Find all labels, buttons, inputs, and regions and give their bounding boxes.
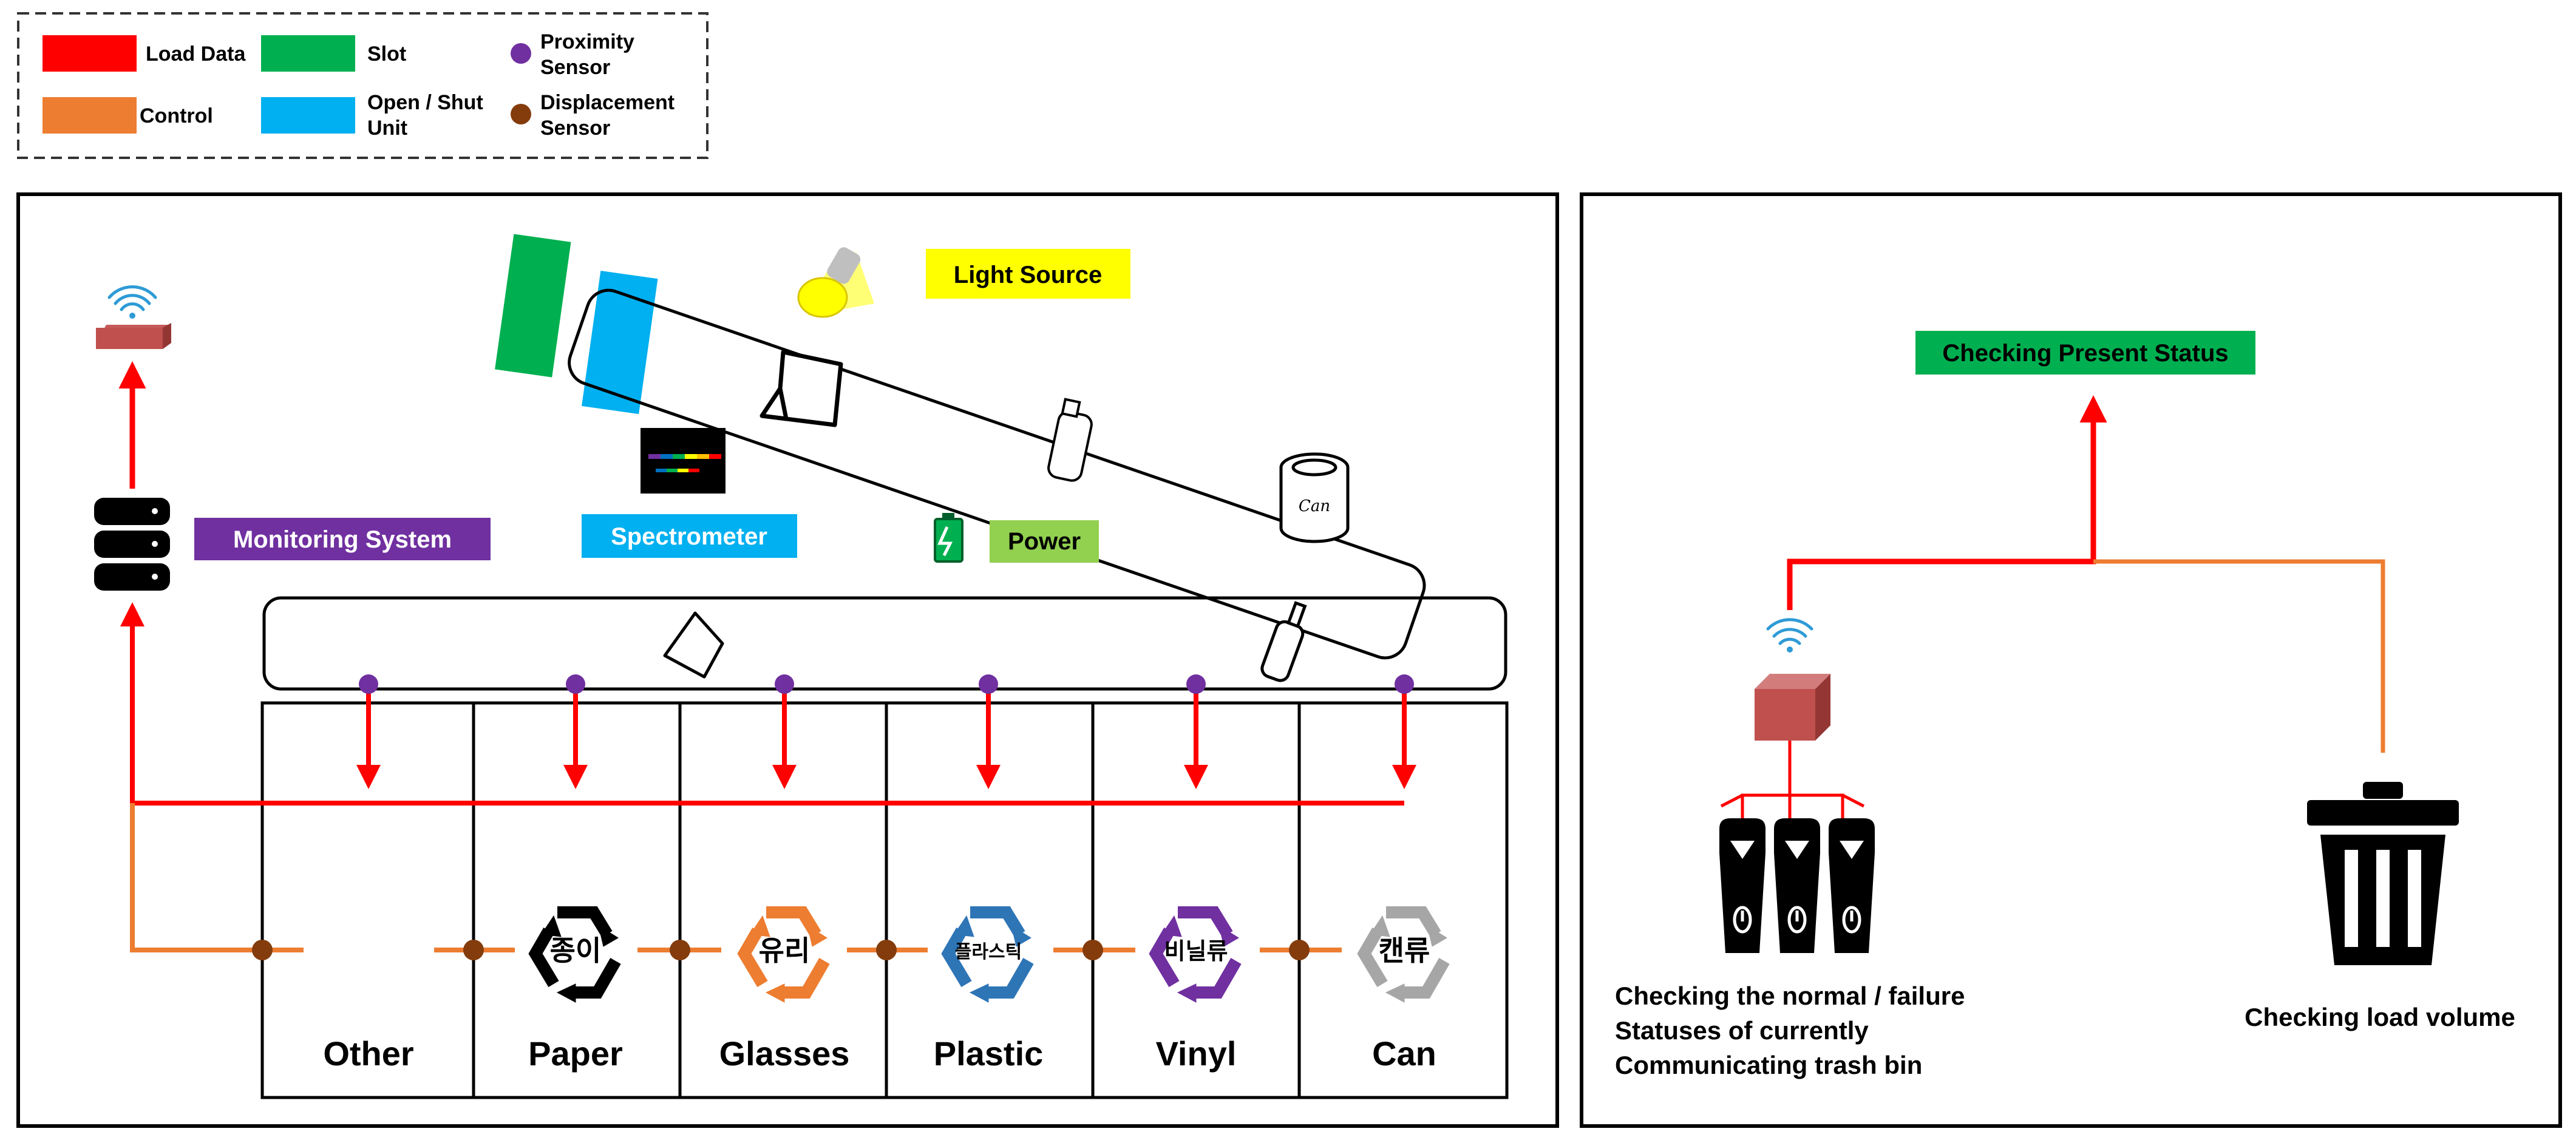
spectrum-icon <box>641 428 726 494</box>
legend-label-proximity-2: Sensor <box>540 56 610 79</box>
power-label: Power <box>1008 528 1081 555</box>
left-panel: Monitoring System Light Source <box>16 192 1559 1128</box>
battery-icon <box>934 513 963 563</box>
paper-icon <box>760 350 843 427</box>
bin-korean-vinyl: 비닐류 <box>1164 938 1228 965</box>
normal-failure-line-1: Checking the normal / failure <box>1615 982 1965 1010</box>
bottle-icon <box>1047 398 1093 482</box>
status-label: Checking Present Status <box>1942 340 2228 367</box>
legend-label-displacement: Displacement <box>540 91 675 114</box>
legend-swatch-open-shut <box>261 97 355 134</box>
can-icon: Can <box>1279 452 1350 543</box>
smart-bin-icon <box>1719 818 1875 953</box>
bin-label-paper: Paper <box>528 1034 623 1073</box>
right-panel: Checking Present Status <box>1580 192 2562 1128</box>
svg-text:Can: Can <box>1299 497 1330 515</box>
load-data-lines <box>120 602 1416 806</box>
bottle-icon <box>1260 601 1307 682</box>
database-icon <box>94 498 170 591</box>
legend-dot-displacement <box>511 104 531 124</box>
bin-korean-glass: 유리 <box>759 934 811 967</box>
sorting-conveyor <box>262 596 1507 691</box>
proximity-sensors <box>359 674 1414 694</box>
legend-label-open-shut: Open / Shut <box>367 91 483 114</box>
bins-grid <box>260 701 1509 1099</box>
displacement-sensors <box>252 940 1310 960</box>
trash-can-icon <box>2307 782 2459 965</box>
bin-label-vinyl: Vinyl <box>1156 1034 1237 1073</box>
light-source-label: Light Source <box>954 262 1102 288</box>
legend-swatch-slot <box>261 35 355 72</box>
monitoring-system-label: Monitoring System <box>233 526 452 553</box>
legend-label-control: Control <box>140 104 213 127</box>
legend-swatch-control <box>42 97 137 134</box>
status-label-bg <box>1915 331 2255 375</box>
control-lines <box>130 803 1342 952</box>
light-source-label-bg <box>926 249 1130 299</box>
conveyor-tube <box>568 288 1426 660</box>
slot-unit-group <box>495 234 658 415</box>
legend-frame <box>17 12 709 159</box>
router-icon <box>1755 674 1830 741</box>
open-shut-block <box>582 271 658 415</box>
wifi-icon <box>107 285 157 319</box>
light-bulb-icon <box>797 247 874 318</box>
bin-links <box>1720 741 1865 826</box>
slot-block <box>495 234 571 378</box>
legend-dot-proximity <box>511 43 531 64</box>
left-panel-frame <box>16 192 1559 1128</box>
legend-swatch-load-data <box>42 35 137 72</box>
bin-label-glasses: Glasses <box>719 1034 850 1073</box>
paper-icon <box>663 611 724 679</box>
load-volume-label: Checking load volume <box>2245 1003 2515 1031</box>
right-panel-frame <box>1580 192 2562 1128</box>
bin-korean-plastic: 플라스틱 <box>955 942 1022 963</box>
bin-korean-paper: 종이 <box>550 934 602 967</box>
legend-label-slot: Slot <box>367 42 406 66</box>
bin-label-plastic: Plastic <box>934 1034 1044 1073</box>
router-icon <box>96 323 171 349</box>
normal-failure-line-3: Communicating trash bin <box>1615 1051 1922 1079</box>
legend-label-proximity: Proximity <box>540 30 634 53</box>
status-arrow <box>1787 395 2107 610</box>
bin-korean-can: 캔류 <box>1379 934 1430 967</box>
power-label-bg <box>990 520 1099 563</box>
load-volume-line <box>2093 559 2385 753</box>
legend-label-load-data: Load Data <box>146 42 246 66</box>
legend-label-displacement-2: Sensor <box>540 117 610 140</box>
bin-label-can: Can <box>1372 1034 1436 1073</box>
wifi-icon <box>1766 618 1813 653</box>
spectrometer-label-bg <box>582 514 797 558</box>
legend: Load Data Control Slot Open / Shut Unit … <box>17 12 709 159</box>
spectrometer-label: Spectrometer <box>611 523 767 550</box>
normal-failure-line-2: Statuses of currently <box>1615 1016 1869 1045</box>
bin-label-other: Other <box>323 1034 413 1073</box>
legend-label-open-shut-2: Unit <box>367 117 407 140</box>
monitoring-system-label-bg <box>194 518 491 560</box>
